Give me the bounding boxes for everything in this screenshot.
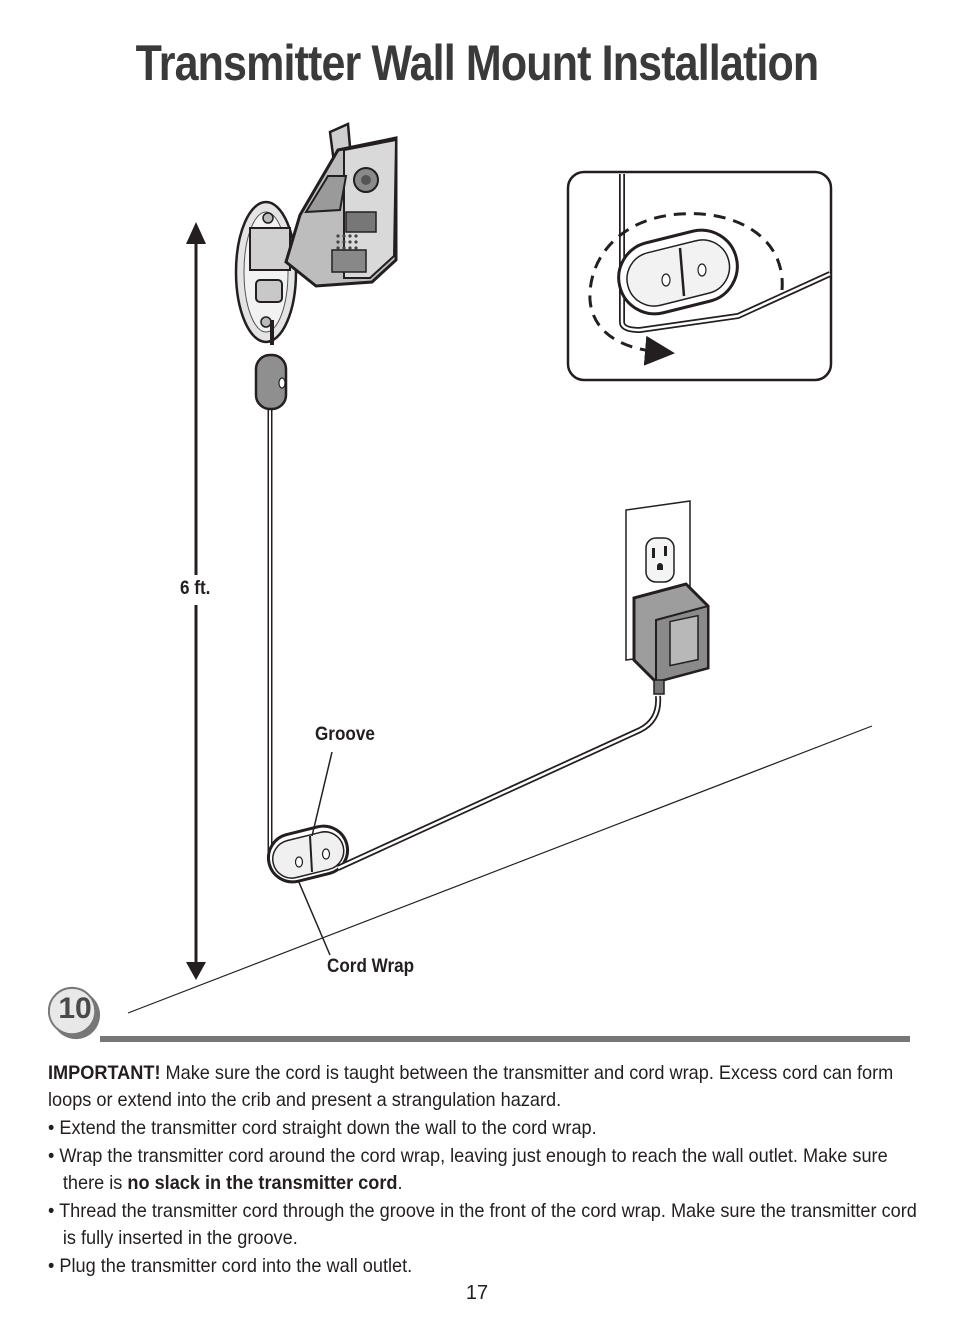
- bullet-item: • Plug the transmitter cord into the wal…: [48, 1255, 413, 1277]
- groove-label: Groove: [315, 724, 375, 745]
- bullet-item: • Extend the transmitter cord straight d…: [48, 1117, 597, 1139]
- groove-leader: [311, 751, 333, 837]
- instructions: IMPORTANT! Make sure the cord is taught …: [48, 1060, 917, 1281]
- height-arrow: [186, 222, 206, 980]
- important-label: IMPORTANT!: [48, 1062, 161, 1084]
- bullet-item: • Wrap the transmitter cord around the c…: [48, 1145, 888, 1194]
- height-label: 6 ft.: [180, 578, 211, 599]
- power-adapter: [632, 582, 710, 695]
- cord-wrap-label: Cord Wrap: [327, 956, 415, 977]
- ferrite-bead: [254, 353, 288, 411]
- page-title: Transmitter Wall Mount Installation: [135, 35, 819, 91]
- floor-line: [127, 725, 873, 1014]
- step-badge: [47, 986, 101, 1040]
- cord-wrap-detail-inset: [566, 170, 833, 382]
- section-rule: [100, 1036, 910, 1042]
- transmitter-camera: [284, 122, 398, 288]
- cord-wrap-leader: [297, 879, 331, 956]
- step-number: 10: [58, 992, 92, 1025]
- cord-wrap: [266, 824, 350, 884]
- page-number: 17: [465, 1282, 489, 1304]
- bullet-item: • Thread the transmitter cord through th…: [48, 1200, 917, 1249]
- outlet-cord: [336, 695, 662, 871]
- installation-illustration: [127, 122, 873, 1014]
- wall-mount-bracket: [234, 200, 298, 344]
- important-text: Make sure the cord is taught between the…: [48, 1062, 894, 1111]
- important-note: IMPORTANT! Make sure the cord is taught …: [48, 1060, 904, 1114]
